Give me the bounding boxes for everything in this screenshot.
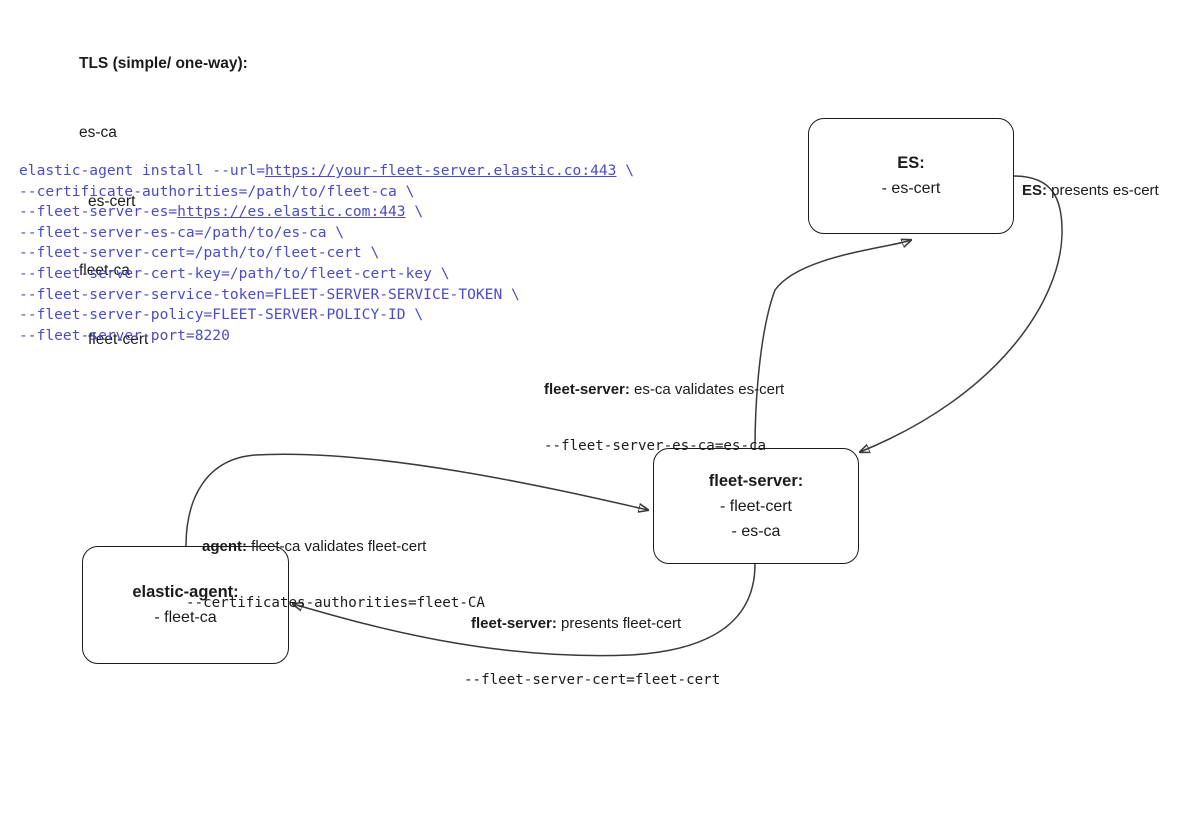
- command-text: elastic-agent install --url=: [19, 162, 266, 179]
- edge-label-fs-presents-code: --fleet-server-cert=fleet-cert: [464, 672, 721, 688]
- command-text: --fleet-server-service-token=FLEET-SERVE…: [19, 285, 520, 303]
- command-text: --fleet-server-es=: [19, 203, 178, 221]
- node-elastic-agent-item-fleet-ca: - fleet-ca: [154, 609, 217, 626]
- command-line-1: elastic-agent install --url=https://your…: [19, 161, 634, 182]
- node-fleet-server-item-es-ca: - es-ca: [731, 522, 781, 540]
- command-url-link[interactable]: https://your-fleet-server.elastic.co:443: [265, 162, 617, 179]
- node-fleet-server[interactable]: fleet-server: - fleet-cert - es-ca: [653, 448, 859, 564]
- node-elastic-agent-title: elastic-agent:: [132, 583, 239, 601]
- legend-item-fleet-ca: fleet-ca: [79, 262, 130, 279]
- edge-label-agent-validates-prose: fleet-ca validates fleet-cert: [247, 538, 427, 555]
- legend-item-es-cert: es-cert: [88, 193, 136, 210]
- command-line-4: --fleet-server-es-ca=/path/to/es-ca \: [19, 223, 634, 244]
- node-es-title: ES:: [897, 154, 925, 172]
- command-line-5: --fleet-server-cert=/path/to/fleet-cert …: [19, 243, 634, 264]
- edge-label-fs-presents-prose: presents fleet-cert: [556, 615, 682, 632]
- edge-label-es-presents-text: ES: presents es-cert: [1022, 181, 1159, 201]
- edge-label-fs-validates-prose: es-ca validates es-cert: [629, 381, 785, 398]
- command-url-link[interactable]: https://es.elastic.com:443: [177, 203, 406, 221]
- edge-label-fleet-server-presents: fleet-server: presents fleet-cert --flee…: [464, 578, 720, 727]
- node-elastic-agent[interactable]: elastic-agent: - fleet-ca: [82, 546, 289, 664]
- node-es-item-es-cert: - es-cert: [881, 180, 941, 197]
- edge-label-agent-validates-code: --certificates-authorities=fleet-CA: [186, 595, 485, 611]
- command-text: --fleet-server-es-ca=/path/to/es-ca \: [19, 223, 345, 241]
- edge-label-fs-presents-actor: fleet-server:: [471, 615, 557, 632]
- edge-label-fs-validates-text: fleet-server: es-ca validates es-cert: [544, 380, 784, 400]
- command-line-9: --fleet-server-port=8220: [19, 326, 634, 347]
- edge-label-fs-presents-text: fleet-server: presents fleet-cert: [471, 614, 720, 634]
- edge-label-agent-validates: agent: fleet-ca validates fleet-cert --c…: [186, 501, 485, 650]
- command-text: --fleet-server-policy=FLEET-SERVER-POLIC…: [19, 306, 424, 324]
- command-line-8: --fleet-server-policy=FLEET-SERVER-POLIC…: [19, 305, 634, 326]
- node-fleet-server-item-fleet-cert: - fleet-cert: [719, 497, 792, 515]
- edge-label-fs-validates-actor: fleet-server:: [544, 381, 630, 398]
- tls-legend: TLS (simple/ one-way): es-ca es-cert fle…: [79, 6, 248, 397]
- node-fleet-server-title: fleet-server:: [708, 471, 804, 490]
- command-line-2: --certificate-authorities=/path/to/fleet…: [19, 182, 634, 203]
- legend-item-fleet-cert: fleet-cert: [88, 331, 149, 348]
- legend-item-es-ca: es-ca: [79, 124, 117, 141]
- command-line-3: --fleet-server-es=https://es.elastic.com…: [19, 202, 634, 223]
- command-text: \: [405, 203, 424, 221]
- edge-label-es-presents-prose: presents es-cert: [1047, 182, 1159, 199]
- command-line-7: --fleet-server-service-token=FLEET-SERVE…: [19, 285, 634, 306]
- edge-label-agent-validates-text: agent: fleet-ca validates fleet-cert: [202, 537, 485, 557]
- edge-label-agent-validates-actor: agent:: [202, 538, 247, 555]
- edge-label-fleet-server-validates: fleet-server: es-ca validates es-cert --…: [544, 344, 784, 493]
- legend-title: TLS (simple/ one-way):: [79, 55, 248, 72]
- edge-label-es-presents: ES: presents es-cert: [1022, 145, 1159, 237]
- command-text: \: [616, 162, 635, 179]
- node-es[interactable]: ES: - es-cert: [808, 118, 1014, 234]
- command-text: --fleet-server-port=8220: [19, 326, 230, 344]
- command-line-6: --fleet-server-cert-key=/path/to/fleet-c…: [19, 264, 634, 285]
- edge-label-es-presents-actor: ES:: [1022, 182, 1048, 199]
- command-text: --certificate-authorities=/path/to/fleet…: [19, 182, 415, 200]
- command-text: --fleet-server-cert=/path/to/fleet-cert …: [19, 244, 380, 262]
- command-text: --fleet-server-cert-key=/path/to/fleet-c…: [19, 264, 450, 282]
- install-command-block: elastic-agent install --url=https://your…: [19, 161, 634, 346]
- edge-label-fs-validates-code: --fleet-server-es-ca=es-ca: [544, 438, 767, 454]
